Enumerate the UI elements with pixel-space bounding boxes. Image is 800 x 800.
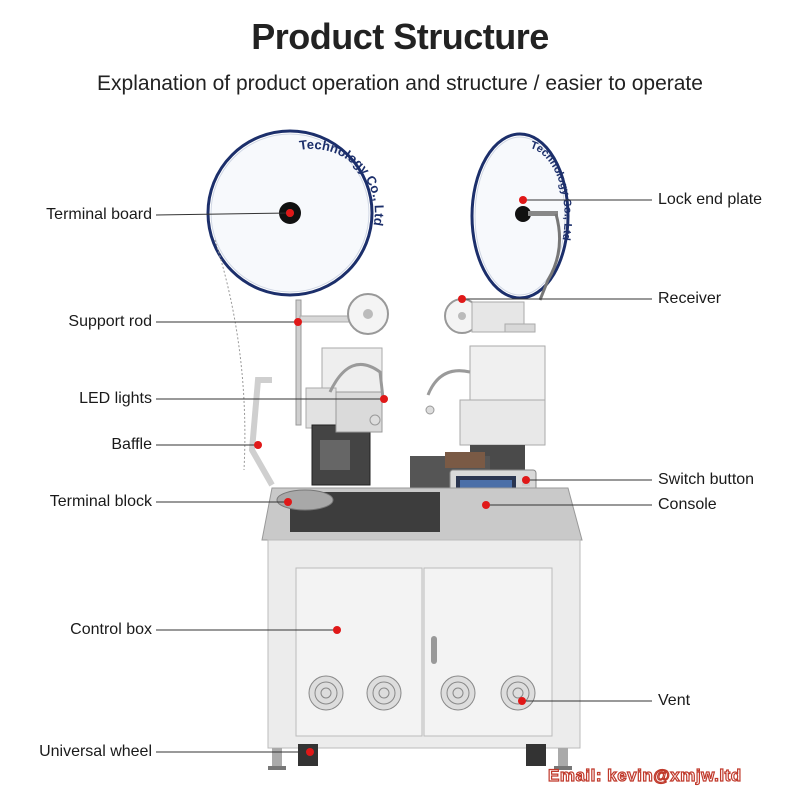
page-title: Product Structure xyxy=(251,16,549,57)
right-reel: Technology Co., Ltd xyxy=(470,132,574,301)
label-support-rod: Support rod xyxy=(68,313,152,330)
left-reel: Technology Co., Ltd xyxy=(206,129,387,297)
label-switch-button: Switch button xyxy=(658,471,755,488)
receiver-unit xyxy=(444,298,536,334)
label-terminal-block: Terminal block xyxy=(49,493,152,510)
label-baffle: Baffle xyxy=(111,436,152,453)
support-rod xyxy=(295,299,302,426)
label-control-box: Control box xyxy=(70,621,152,638)
baffle xyxy=(248,377,275,487)
control-box xyxy=(267,539,581,749)
label-terminal-board: Terminal board xyxy=(46,206,152,223)
contact-email: Email: kevin@xmjw.ltd xyxy=(547,765,742,785)
terminal-block xyxy=(276,489,334,511)
page-subtitle: Explanation of product operation and str… xyxy=(97,72,703,95)
label-receiver: Receiver xyxy=(658,290,722,307)
label-lock-end-plate: Lock end plate xyxy=(658,191,763,208)
leader-lines xyxy=(155,199,652,753)
label-led-lights: LED lights xyxy=(79,390,152,407)
label-vent: Vent xyxy=(658,692,691,709)
label-universal-wheel: Universal wheel xyxy=(39,743,152,760)
callout-dots xyxy=(254,196,530,756)
label-console: Console xyxy=(658,496,717,513)
